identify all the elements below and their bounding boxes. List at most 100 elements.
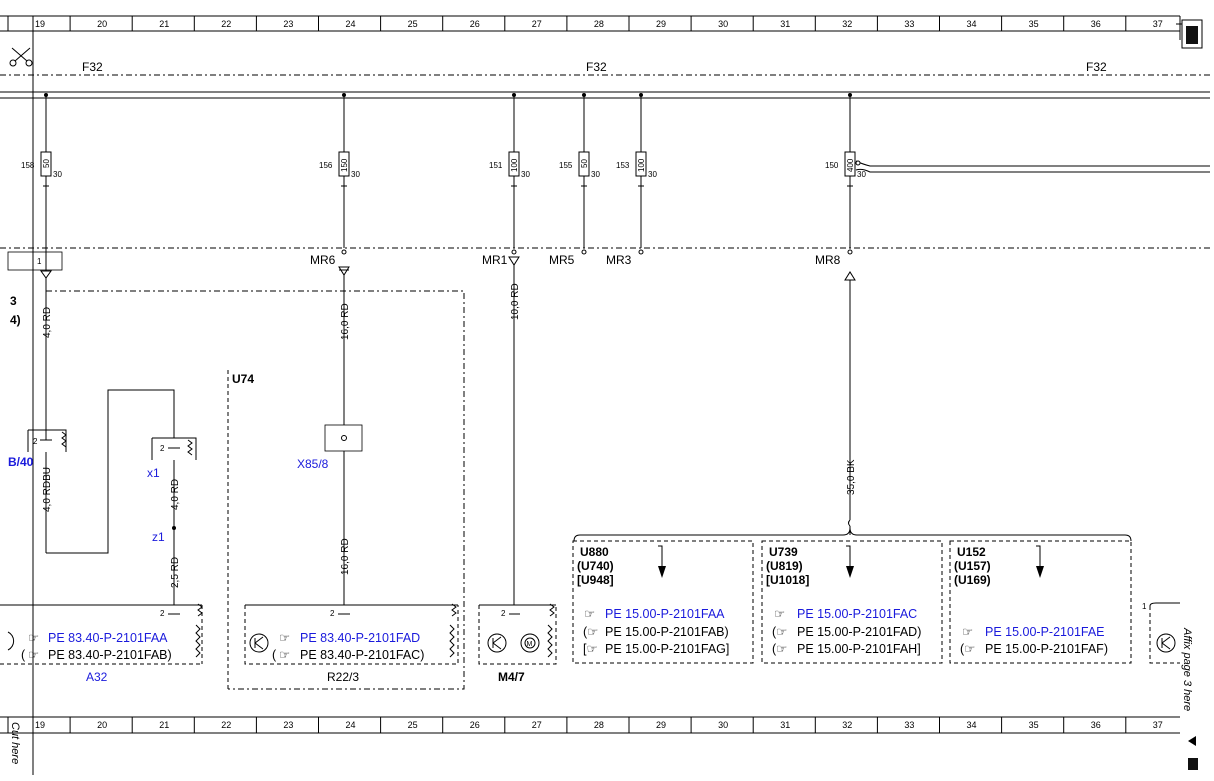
x1-component: 2 x1 xyxy=(147,437,197,480)
svg-text:PE 15.00-P-2101FAE: PE 15.00-P-2101FAE xyxy=(985,625,1105,639)
wire-label: 10,0 RD xyxy=(510,283,521,320)
z1-label: z1 xyxy=(152,530,165,544)
u739-option-box: U739 (U819) [U1018] ☞ PE 15.00-P-2101FAC… xyxy=(761,540,943,664)
svg-text:400: 400 xyxy=(846,158,855,172)
fuse-153: 100 153 30 xyxy=(616,93,657,255)
svg-text:100: 100 xyxy=(637,158,646,172)
svg-text:2: 2 xyxy=(33,437,38,446)
ruler-number: 31 xyxy=(780,720,790,730)
a32-label: A32 xyxy=(86,670,108,684)
pointing-hand-icon: ☞ xyxy=(28,648,39,662)
svg-text:30: 30 xyxy=(648,170,657,179)
b40-label: B/40 xyxy=(8,455,34,469)
svg-text:PE 83.40-P-2101FAC): PE 83.40-P-2101FAC) xyxy=(300,648,424,662)
wire-label: 16,0 RD xyxy=(340,303,351,340)
ruler-number: 23 xyxy=(283,19,293,29)
svg-text:30: 30 xyxy=(857,170,866,179)
svg-text:30: 30 xyxy=(53,170,62,179)
svg-text:☞: ☞ xyxy=(962,625,973,639)
svg-text:100: 100 xyxy=(510,158,519,172)
svg-text:PE 15.00-P-2101FAH]: PE 15.00-P-2101FAH] xyxy=(797,642,921,656)
pointing-hand-icon: ☞ xyxy=(584,607,595,621)
connector-mr3: MR3 xyxy=(606,253,632,267)
wire-label: 35,0 BK xyxy=(846,459,857,495)
ruler-number: 33 xyxy=(904,19,914,29)
svg-text:U152: U152 xyxy=(957,545,986,559)
pointing-hand-icon: ☞ xyxy=(774,607,785,621)
ruler-number: 19 xyxy=(35,720,45,730)
connector-mr6: MR6 xyxy=(310,253,336,267)
arrow-left-icon xyxy=(1188,736,1196,746)
svg-text:PE 15.00-P-2101FAD): PE 15.00-P-2101FAD) xyxy=(797,625,921,639)
svg-text:(☞: (☞ xyxy=(583,625,598,639)
svg-text:☞: ☞ xyxy=(28,631,39,645)
svg-text:PE 15.00-P-2101FAA: PE 15.00-P-2101FAA xyxy=(605,607,725,621)
svg-text:PE 83.40-P-2101FAD: PE 83.40-P-2101FAD xyxy=(300,631,420,645)
wire-label: 4,0 RD xyxy=(170,479,181,510)
loop-wire xyxy=(46,389,175,554)
ruler-number: 36 xyxy=(1091,19,1101,29)
connector-pin-1: 1 xyxy=(7,248,63,279)
svg-text:1: 1 xyxy=(1142,602,1147,611)
f32-label: F32 xyxy=(1086,60,1107,74)
ruler-number: 27 xyxy=(532,19,542,29)
ruler-number: 35 xyxy=(1029,19,1039,29)
connector-mr5: MR5 xyxy=(549,253,575,267)
svg-text:PE 83.40-P-2101FAA: PE 83.40-P-2101FAA xyxy=(48,631,168,645)
transistor-icon xyxy=(1156,633,1176,653)
m47-label: M4/7 xyxy=(498,670,525,684)
u74-boundary xyxy=(46,290,465,690)
svg-text:50: 50 xyxy=(42,159,51,168)
pointing-hand-icon: ☞ xyxy=(962,625,973,639)
ruler-number: 37 xyxy=(1153,19,1163,29)
affix-label: Affix page 3 here xyxy=(1181,627,1193,711)
motor-icon: M xyxy=(520,633,540,653)
fuse-155: 50 155 30 xyxy=(559,93,600,255)
svg-text:153: 153 xyxy=(616,161,630,170)
svg-text:U739: U739 xyxy=(769,545,798,559)
ruler-number: 32 xyxy=(842,19,852,29)
pointing-hand-icon: ☞ xyxy=(279,648,290,662)
ruler-number: 26 xyxy=(470,720,480,730)
ruler-number: 22 xyxy=(221,19,231,29)
svg-text:30: 30 xyxy=(351,170,360,179)
x85-component: X85/8 xyxy=(297,424,363,471)
f32-label: F32 xyxy=(586,60,607,74)
svg-text:☞: ☞ xyxy=(774,607,785,621)
svg-text:2: 2 xyxy=(160,444,165,453)
m47-module: 2 M M4/7 xyxy=(478,603,557,684)
svg-text:151: 151 xyxy=(489,161,503,170)
svg-text:PE 15.00-P-2101FAB): PE 15.00-P-2101FAB) xyxy=(605,625,729,639)
ruler-number: 27 xyxy=(532,720,542,730)
svg-text:30: 30 xyxy=(591,170,600,179)
u74-label: U74 xyxy=(232,372,254,386)
ruler-number: 30 xyxy=(718,19,728,29)
transistor-icon xyxy=(487,633,507,653)
svg-text:(U819): (U819) xyxy=(766,559,803,573)
transistor-icon xyxy=(249,633,269,653)
wire-label: 2,5 RD xyxy=(170,557,181,588)
transistor-icon xyxy=(7,631,15,651)
svg-text:156: 156 xyxy=(319,161,333,170)
ruler-number: 32 xyxy=(842,720,852,730)
svg-text:50: 50 xyxy=(580,159,589,168)
u880-option-box: U880 (U740) [U948] ☞ PE 15.00-P-2101FAA … xyxy=(572,540,754,664)
wire-label: 16,0 RD xyxy=(340,538,351,575)
ruler-number: 25 xyxy=(408,720,418,730)
svg-text:(☞: (☞ xyxy=(772,625,787,639)
svg-text:155: 155 xyxy=(559,161,573,170)
svg-text:☞: ☞ xyxy=(584,607,595,621)
b40-component: 2 B/40 xyxy=(8,429,67,469)
svg-text:(U169): (U169) xyxy=(954,573,991,587)
ruler-number: 37 xyxy=(1153,720,1163,730)
svg-text:1: 1 xyxy=(37,257,42,266)
svg-text:[☞: [☞ xyxy=(583,642,598,656)
svg-text:(: ( xyxy=(272,648,277,662)
svg-text:(U740): (U740) xyxy=(577,559,614,573)
ruler-number: 21 xyxy=(159,19,169,29)
ruler-number: 34 xyxy=(967,720,977,730)
r22-label: R22/3 xyxy=(327,670,359,684)
ruler-number: 23 xyxy=(283,720,293,730)
